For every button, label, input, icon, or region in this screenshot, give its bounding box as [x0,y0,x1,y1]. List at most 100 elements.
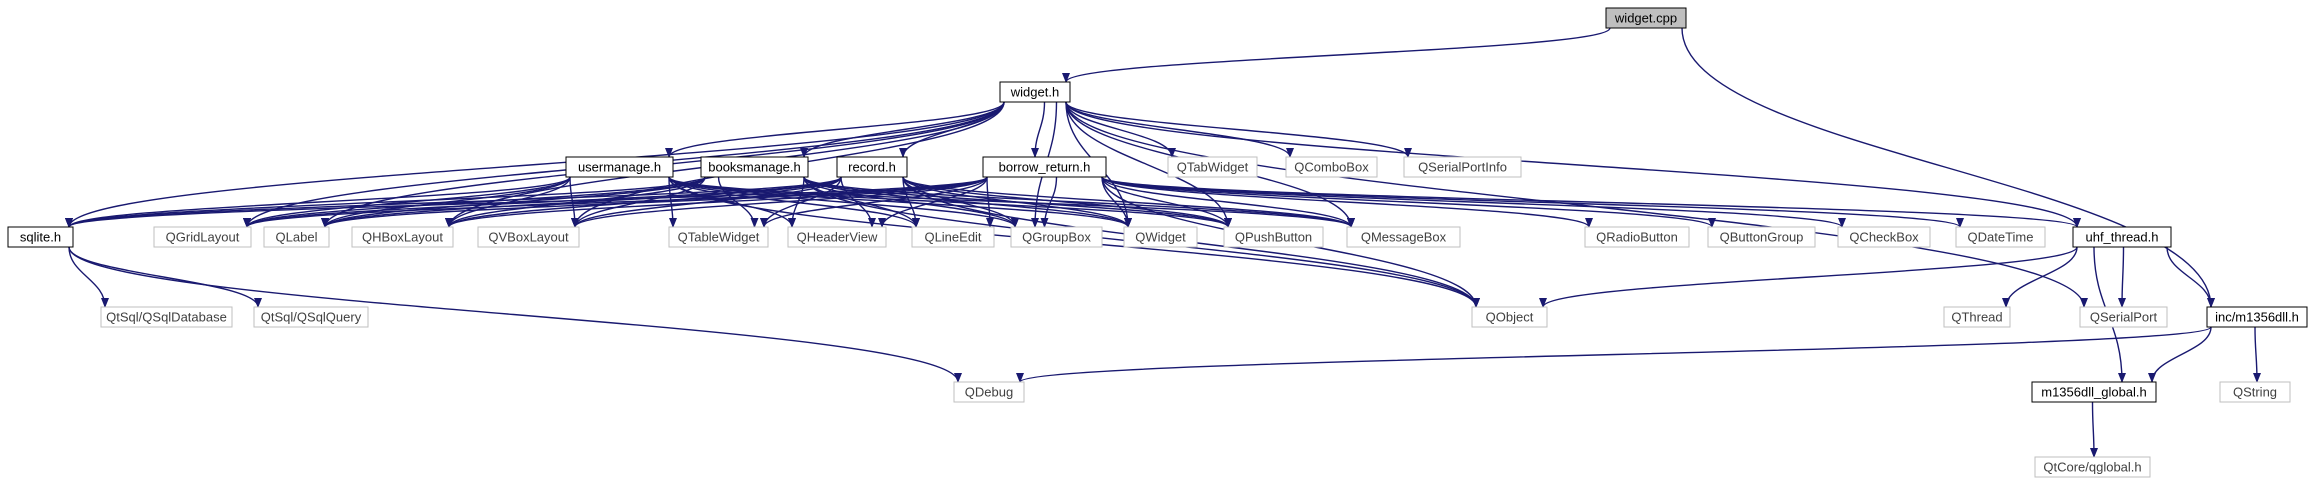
node-usermanage-h[interactable]: usermanage.h [565,156,674,178]
edge-booksmanage_h-to-sqlite_h [65,176,706,228]
edge-borrow_return_h-to-QLabel [321,176,988,228]
node-box [1403,156,1522,178]
node-record-h[interactable]: record.h [836,156,908,178]
edge-widget_h-to-usermanage_h [665,101,1005,158]
node-box [2219,381,2291,403]
node-label: QString [2233,385,2277,400]
node-m1356dll-global-h[interactable]: m1356dll_global.h [2031,381,2157,403]
edge-booksmanage_h-to-QHeaderView [788,176,805,228]
node-qbuttongroup: QButtonGroup [1707,226,1816,248]
edge-borrow_return_h-to-QPushButton [1101,176,1232,228]
node-label: QMessageBox [1361,230,1447,245]
node-box [2034,456,2151,478]
node-label: inc/m1356dll.h [2215,310,2299,325]
node-box [668,226,769,248]
node-box [982,156,1107,178]
edge-booksmanage_h-to-QGridLayout [243,176,706,228]
node-qvboxlayout: QVBoxLayout [477,226,580,248]
node-box [1123,226,1198,248]
node-label: record.h [848,160,896,175]
node-label: QHeaderView [797,230,878,245]
node-qobject: QObject [1471,306,1548,328]
edge-inc_m1356dll_h-to-QString [2252,326,2261,383]
node-widget-cpp[interactable]: widget.cpp [1605,7,1687,29]
edge-booksmanage_h-to-QMessageBox [803,176,1355,228]
edge-borrow_return_h-to-QHBoxLayout [445,176,988,228]
node-label: QButtonGroup [1720,230,1804,245]
edge-record_h-to-QLineEdit [902,176,920,228]
node-uhf-thread-h[interactable]: uhf_thread.h [2072,226,2172,248]
node-box [1223,226,1324,248]
node-label: QtSql/QSqlQuery [261,310,362,325]
node-qlineedit: QLineEdit [911,226,995,248]
node-label: QSerialPortInfo [1418,160,1507,175]
node-box [911,226,995,248]
node-qtablewidget: QTableWidget [668,226,769,248]
node-sqlite-h[interactable]: sqlite.h [7,226,74,248]
edge-borrow_return_h-to-QLineEdit [985,176,994,228]
edge-borrow_return_h-to-QMessageBox [1101,176,1355,228]
node-label: QVBoxLayout [488,230,569,245]
node-qlabel: QLabel [263,226,330,248]
node-label: m1356dll_global.h [2041,385,2147,400]
node-qheaderview: QHeaderView [787,226,887,248]
edge-borrow_return_h-to-QTableWidget [760,176,988,228]
node-label: QLabel [276,230,318,245]
node-qserialportinfo: QSerialPortInfo [1403,156,1522,178]
node-label: usermanage.h [578,160,661,175]
node-booksmanage-h[interactable]: booksmanage.h [700,156,809,178]
node-box [1943,306,2011,328]
node-qcombobox: QComboBox [1285,156,1378,178]
edge-widget_cpp-to-inc_m1356dll_h [1681,27,2215,308]
node-qmessagebox: QMessageBox [1346,226,1461,248]
node-label: QDebug [965,385,1013,400]
node-qserialport: QSerialPort [2079,306,2168,328]
node-widget-h[interactable]: widget.h [999,81,1071,103]
node-label: QThread [1951,310,2002,325]
node-qdebug: QDebug [953,381,1025,403]
edge-record_h-to-QPushButton [902,176,1232,228]
edge-borrow_return_h-to-QCheckBox [1101,176,1846,228]
edge-uhf_thread_h-to-QObject [1539,246,2078,308]
node-inc-m1356dll-h[interactable]: inc/m1356dll.h [2206,306,2308,328]
node-label: QtCore/qglobal.h [2043,460,2141,475]
node-label: QDateTime [1968,230,2034,245]
edge-borrow_return_h-to-QGroupBox [1040,176,1058,228]
node-label: QLineEdit [924,230,981,245]
node-box [2031,381,2157,403]
node-box [1471,306,1548,328]
edge-widget_h-to-sqlite_h [65,101,1005,228]
node-qhboxlayout: QHBoxLayout [351,226,454,248]
node-label: QComboBox [1294,160,1369,175]
edge-uhf_thread_h-to-QSerialPort [2118,246,2127,308]
node-label: QSerialPort [2090,310,2158,325]
node-qradiobutton: QRadioButton [1584,226,1690,248]
edge-widget_h-to-uhf_thread_h [1065,101,2081,228]
node-qwidget: QWidget [1123,226,1198,248]
edge-borrow_return_h-to-sqlite_h [65,176,988,228]
edge-widget_h-to-QSerialPort [1065,101,2088,308]
edge-record_h-to-sqlite_h [65,176,842,228]
node-box [1285,156,1378,178]
edge-uhf_thread_h-to-inc_m1356dll_h [2166,246,2215,308]
node-qtcore-qglobal-h: QtCore/qglobal.h [2034,456,2151,478]
edge-inc_m1356dll_h-to-QDebug [1016,326,2212,383]
node-label: QRadioButton [1596,230,1678,245]
edge-usermanage_h-to-QGridLayout [243,176,571,228]
node-qtabwidget: QTabWidget [1167,156,1258,178]
node-box [253,306,369,328]
node-qgroupbox: QGroupBox [1010,226,1103,248]
node-label: QWidget [1135,230,1186,245]
edge-widget_h-to-QSerialPortInfo [1065,101,1412,158]
node-box [1837,226,1931,248]
node-label: borrow_return.h [999,160,1091,175]
node-label: QHBoxLayout [362,230,443,245]
node-box [1605,7,1687,29]
node-borrow-return-h[interactable]: borrow_return.h [982,156,1107,178]
node-label: QObject [1486,310,1534,325]
edge-m1356dll_global_h-to-QtCore_qglobal_h [2089,401,2098,458]
node-qdatetime: QDateTime [1955,226,2046,248]
node-box [836,156,908,178]
node-label: uhf_thread.h [2085,230,2158,245]
